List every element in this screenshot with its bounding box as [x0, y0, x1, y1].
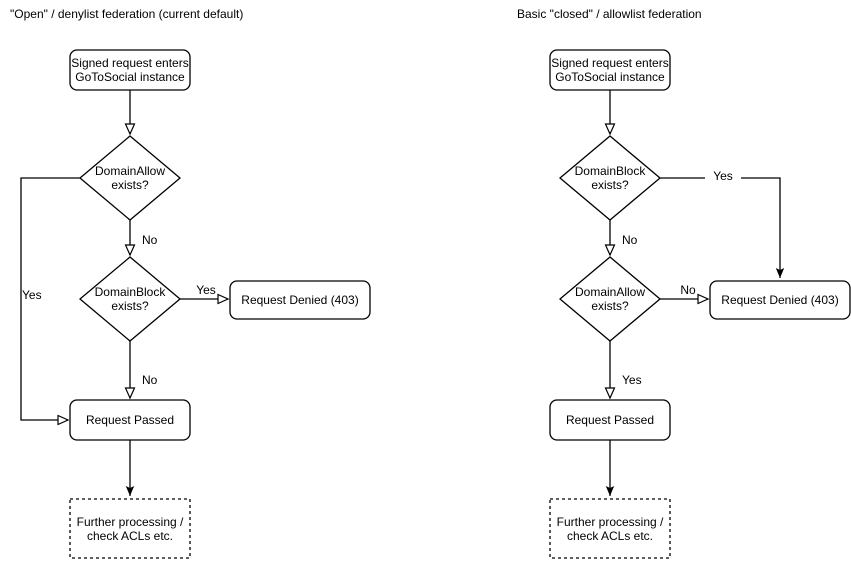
edge-decision1-yes-to-denied	[660, 177, 785, 278]
passed-node-shape	[549, 399, 671, 441]
decision2-label: DomainAllow exists?	[560, 285, 660, 313]
decision2-line1: DomainAllow	[574, 285, 646, 299]
decision1-label: DomainAllow exists?	[80, 164, 180, 192]
edge-label-decision1-no: No	[142, 233, 158, 247]
edge-label-decision2-yes: Yes	[622, 373, 642, 387]
edge-decision1-yes-loop	[20, 177, 80, 426]
chart-title: Basic "closed" / allowlist federation	[517, 7, 702, 21]
chart-closed-allowlist-shapes	[549, 49, 851, 559]
further-line1: Further processing /	[556, 514, 664, 529]
denied-node-label: Request Denied (403)	[721, 293, 839, 307]
chart-title: "Open" / denylist federation (current de…	[10, 7, 244, 21]
decision1-diamond-shape	[558, 135, 662, 221]
passed-node-shape	[69, 399, 191, 441]
edge-label-decision2-no: No	[680, 283, 696, 297]
further-node-shape	[549, 498, 671, 559]
edge-label-decision1-no: No	[622, 233, 638, 247]
decision2-line2: exists?	[111, 299, 149, 313]
start-node-label: Signed request enters GoToSocial instanc…	[70, 50, 190, 90]
further-node-label: Further processing / check ACLs etc.	[550, 499, 670, 558]
edge-label-decision1-yes: Yes	[705, 169, 741, 183]
further-node-label: Further processing / check ACLs etc.	[70, 499, 190, 558]
denied-node-shape	[709, 280, 851, 320]
start-node-line2: GoToSocial instance	[555, 70, 665, 84]
edge-label-decision2-yes: Yes	[196, 283, 216, 297]
passed-node-label: Request Passed	[565, 413, 655, 427]
decision1-label: DomainBlock exists?	[560, 164, 660, 192]
chart-open-denylist-shapes	[20, 49, 371, 559]
start-node-shape	[549, 49, 671, 91]
further-node-shape	[69, 498, 191, 559]
denied-node-shape	[229, 280, 371, 320]
start-node-shape	[69, 49, 191, 91]
start-node-line1: Signed request enters	[71, 56, 189, 70]
start-node-label: Signed request enters GoToSocial instanc…	[550, 50, 670, 90]
further-line2: check ACLs etc.	[86, 528, 174, 543]
decision2-line1: DomainBlock	[94, 285, 166, 299]
decision2-line2: exists?	[591, 299, 629, 313]
edge-label-decision1-yes: Yes	[22, 288, 42, 302]
decision1-line2: exists?	[591, 178, 629, 192]
decision1-diamond-shape	[78, 135, 182, 221]
denied-node-label: Request Denied (403)	[241, 293, 359, 307]
passed-node-label: Request Passed	[85, 413, 175, 427]
decision2-diamond-shape	[78, 256, 182, 342]
start-node-line2: GoToSocial instance	[75, 70, 185, 84]
decision1-line1: DomainAllow	[94, 164, 166, 178]
decision1-line1: DomainBlock	[574, 164, 646, 178]
further-line2: check ACLs etc.	[566, 528, 654, 543]
start-node-line1: Signed request enters	[551, 56, 669, 70]
further-line1: Further processing /	[76, 514, 184, 529]
decision2-label: DomainBlock exists?	[80, 285, 180, 313]
decision1-line2: exists?	[111, 178, 149, 192]
edge-label-decision2-no: No	[142, 373, 158, 387]
decision2-diamond-shape	[558, 256, 662, 342]
